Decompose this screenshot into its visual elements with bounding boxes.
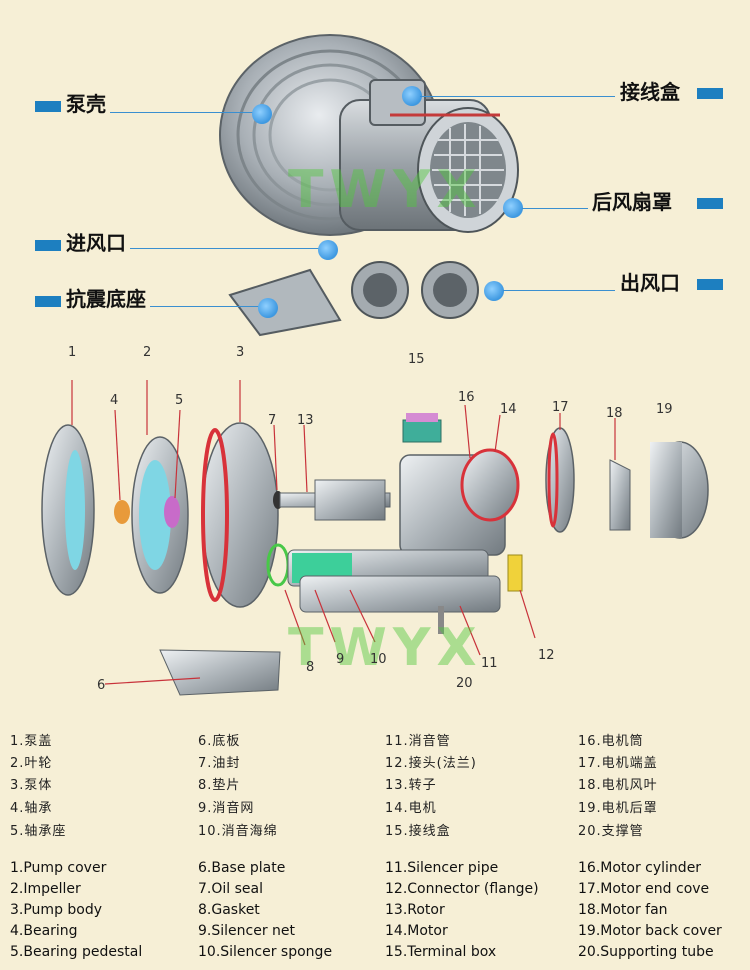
callout-dot: [252, 104, 272, 124]
legend-cn-item: 19.电机后罩: [578, 801, 658, 816]
part-number-2: 2: [143, 345, 152, 360]
legend-cn-item: 1.泵盖: [10, 734, 53, 749]
legend-cn-item: 3.泵体: [10, 778, 53, 793]
label-base: 抗震底座: [66, 287, 146, 311]
part-number-5: 5: [175, 393, 184, 408]
part-number-1: 1: [68, 345, 77, 360]
assembled-blower: [200, 20, 540, 340]
legend-cn-item: 14.电机: [385, 801, 437, 816]
exploded-view: [30, 365, 710, 700]
part-number-14: 14: [500, 402, 517, 417]
leader-line: [130, 248, 320, 249]
watermark-top: TWYX: [288, 160, 483, 220]
callout-dot: [402, 86, 422, 106]
legend-cn-item: 16.电机筒: [578, 734, 644, 749]
legend-en-item: 9.Silencer net: [198, 923, 296, 939]
legend-en-item: 14.Motor: [385, 923, 448, 939]
callout-dot: [318, 240, 338, 260]
part-number-16: 16: [458, 390, 475, 405]
legend-cn-item: 20.支撑管: [578, 824, 644, 839]
label-pump-casing: 泵壳: [66, 92, 106, 116]
legend-cn-item: 5.轴承座: [10, 824, 67, 839]
legend-en-item: 7.Oil seal: [198, 881, 263, 897]
legend-en-item: 15.Terminal box: [385, 944, 497, 960]
legend-cn-item: 2.叶轮: [10, 756, 53, 771]
label-bar: [697, 88, 723, 99]
callout-dot: [484, 281, 504, 301]
part-number-15: 15: [408, 352, 425, 367]
part-number-18: 18: [606, 406, 623, 421]
legend-cn-item: 11.消音管: [385, 734, 451, 749]
legend-en-item: 17.Motor end cove: [578, 881, 710, 897]
blower-illustration: [219, 34, 519, 337]
legend-cn-item: 8.垫片: [198, 778, 241, 793]
label-air-inlet: 进风口: [66, 231, 126, 255]
part-number-7: 7: [268, 413, 277, 428]
legend-en-item: 12.Connector (flange): [385, 881, 539, 897]
legend-cn-item: 18.电机风叶: [578, 778, 658, 793]
label-bar: [697, 279, 723, 290]
legend-en-item: 13.Rotor: [385, 902, 445, 918]
legend-cn-item: 9.消音网: [198, 801, 255, 816]
legend-cn-item: 10.消音海绵: [198, 824, 278, 839]
legend-cn-item: 7.油封: [198, 756, 241, 771]
callout-dot: [503, 198, 523, 218]
part-number-10: 10: [370, 652, 387, 667]
legend-en-item: 1.Pump cover: [10, 860, 107, 876]
legend-en-item: 11.Silencer pipe: [385, 860, 499, 876]
part-number-3: 3: [236, 345, 245, 360]
legend-en-item: 5.Bearing pedestal: [10, 944, 143, 960]
legend-en-item: 3.Pump body: [10, 902, 103, 918]
part-number-13: 13: [297, 413, 314, 428]
leader-line: [150, 306, 260, 307]
part-number-9: 9: [336, 652, 345, 667]
part-number-20: 20: [456, 676, 473, 691]
label-junction-box: 接线盒: [620, 80, 680, 104]
legend-cn-item: 13.转子: [385, 778, 437, 793]
exploded-illustration: [41, 365, 709, 696]
label-bar: [35, 101, 61, 112]
callout-dot: [258, 298, 278, 318]
legend-cn-item: 12.接头(法兰): [385, 756, 477, 771]
legend-cn-item: 6.底板: [198, 734, 241, 749]
label-bar: [35, 296, 61, 307]
legend-en-item: 16.Motor cylinder: [578, 860, 702, 876]
label-air-outlet: 出风口: [620, 271, 680, 295]
leader-line: [110, 112, 258, 113]
part-number-17: 17: [552, 400, 569, 415]
leader-line: [420, 96, 615, 97]
legend-en-item: 18.Motor fan: [578, 902, 668, 918]
legend-en-item: 20.Supporting tube: [578, 944, 714, 960]
leader-line: [503, 290, 615, 291]
label-bar: [697, 198, 723, 209]
part-number-11: 11: [481, 656, 498, 671]
legend-en-item: 4.Bearing: [10, 923, 78, 939]
label-rear-fan-cover: 后风扇罩: [592, 190, 672, 214]
legend-cn-item: 4.轴承: [10, 801, 53, 816]
legend-en-item: 19.Motor back cover: [578, 923, 722, 939]
legend-cn-item: 17.电机端盖: [578, 756, 658, 771]
watermark-bottom: TWYX: [288, 618, 483, 678]
legend-en-item: 8.Gasket: [198, 902, 260, 918]
part-number-6: 6: [97, 678, 106, 693]
part-number-12: 12: [538, 648, 555, 663]
leader-line: [522, 208, 588, 209]
label-bar: [35, 240, 61, 251]
legend-en-item: 2.Impeller: [10, 881, 81, 897]
part-number-8: 8: [306, 660, 315, 675]
part-number-4: 4: [110, 393, 119, 408]
part-number-19: 19: [656, 402, 673, 417]
legend-cn-item: 15.接线盒: [385, 824, 451, 839]
legend-en-item: 10.Silencer sponge: [198, 944, 333, 960]
legend-en-item: 6.Base plate: [198, 860, 286, 876]
